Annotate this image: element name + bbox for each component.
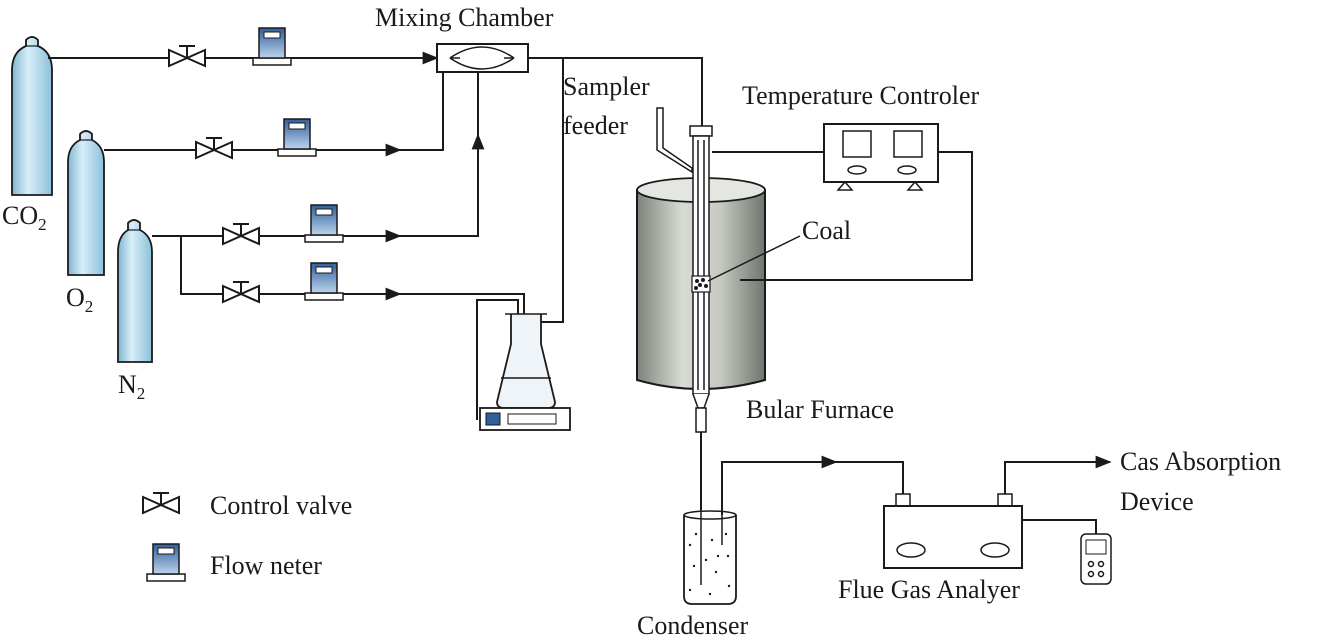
o2-flow-meter — [277, 118, 317, 157]
mixing-chamber — [436, 43, 529, 73]
flue-gas-analyzer — [883, 493, 1023, 569]
gas-absorption-label-line2: Device — [1120, 487, 1194, 516]
legend-valve-label: Control valve — [210, 491, 352, 520]
n2-flow-meter-upper — [304, 204, 344, 243]
controller-furnace-wire — [740, 151, 973, 281]
coal-sample — [691, 275, 711, 293]
furnace-label: Bular Furnace — [746, 395, 894, 424]
handheld-probe — [1080, 533, 1112, 585]
gas-absorption-label-line1: Cas Absorption — [1120, 447, 1281, 476]
sampler-feeder — [656, 107, 693, 174]
legend-flowmeter-label: Flow neter — [210, 551, 322, 580]
co2-cylinder — [11, 36, 53, 196]
coal-leader-line — [707, 235, 801, 282]
heated-flask — [479, 313, 571, 431]
n2-control-valve-upper — [222, 223, 260, 245]
coal-label: Coal — [802, 216, 851, 245]
legend: Control valve Flow neter — [142, 491, 352, 582]
co2-flow-meter — [252, 27, 292, 66]
o2-label: O2 — [66, 283, 93, 316]
legend-valve-icon — [142, 492, 180, 514]
condenser — [683, 500, 737, 605]
n2-cylinder — [117, 219, 153, 363]
co2-label: CO2 — [2, 201, 47, 234]
o2-control-valve — [195, 137, 233, 159]
mixing-chamber-label: Mixing Chamber — [375, 3, 554, 32]
n2-control-valve-lower — [222, 281, 260, 303]
sampler-label-line2: feeder — [563, 111, 628, 140]
n2-label: N2 — [118, 370, 145, 403]
analyzer-label: Flue Gas Analyer — [838, 575, 1020, 604]
reactor-tube — [689, 125, 713, 433]
o2-cylinder — [67, 130, 105, 276]
sampler-label-line1: Sampler — [563, 72, 650, 101]
outlet-lines — [700, 432, 1112, 534]
temperature-controller-label: Temperature Controler — [742, 81, 979, 110]
temperature-controller — [823, 123, 939, 191]
legend-flowmeter-icon — [146, 543, 186, 582]
n2-flow-meter-lower — [304, 262, 344, 301]
condenser-label: Condenser — [637, 611, 749, 640]
co2-control-valve — [168, 45, 206, 67]
